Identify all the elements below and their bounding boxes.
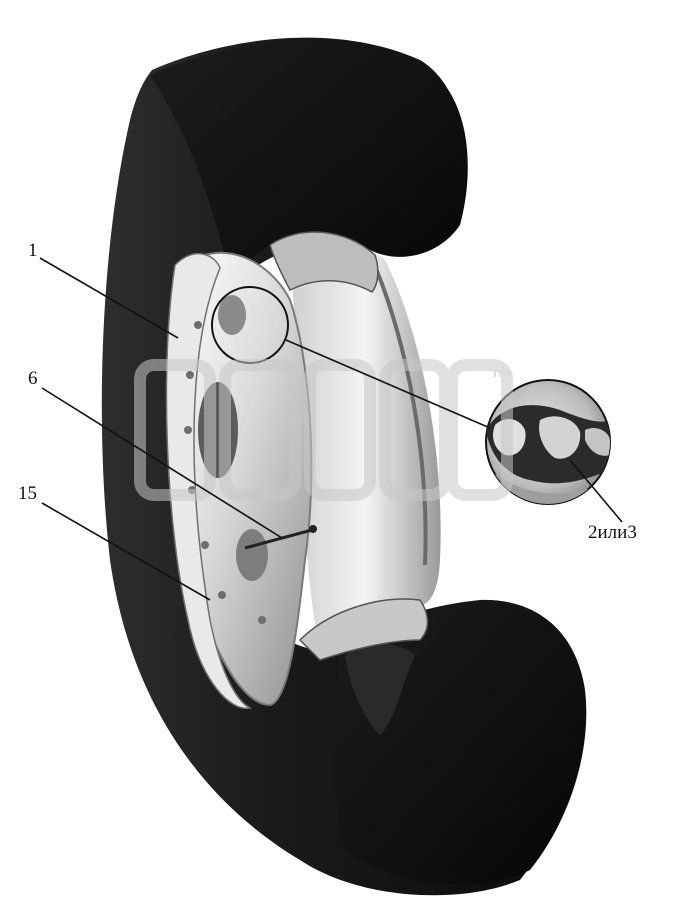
leader-line-detail bbox=[569, 459, 623, 523]
rim-barrel-inner-edge bbox=[368, 254, 428, 566]
lens-detail-part-c bbox=[585, 428, 610, 456]
bolt-hole bbox=[186, 371, 194, 379]
leader-line-tire bbox=[41, 502, 211, 601]
leader-line-rim bbox=[39, 257, 179, 339]
lens-detail-part-b bbox=[539, 416, 581, 459]
watermark-trademark: ™ bbox=[490, 365, 512, 390]
tire-lower-bead bbox=[345, 643, 415, 735]
leader-line-valve bbox=[41, 387, 283, 539]
bolt-hole bbox=[194, 321, 202, 329]
leader-lines bbox=[39, 257, 623, 601]
rim-hand-hole-upper bbox=[218, 295, 246, 335]
valve-stem bbox=[244, 528, 313, 550]
watermark-block-3 bbox=[304, 359, 376, 501]
tire-upper-section bbox=[150, 39, 468, 310]
leader-line-detail-link bbox=[285, 339, 491, 429]
rim-bead-seat-lower bbox=[298, 598, 429, 661]
watermark-block-5 bbox=[446, 359, 513, 501]
bolt-hole bbox=[258, 616, 266, 624]
rim-hand-hole-lower bbox=[236, 529, 268, 581]
callout-valve: 6 bbox=[28, 368, 38, 389]
callout-detail: 2или3 bbox=[588, 522, 637, 543]
rim-bead-seat-upper bbox=[269, 231, 379, 293]
watermark-block-2 bbox=[219, 359, 301, 501]
watermark: ™ bbox=[134, 359, 513, 501]
rim-bolt-holes bbox=[184, 321, 266, 624]
watermark-block-4 bbox=[379, 359, 451, 501]
callout-rim: 1 bbox=[28, 240, 38, 261]
valve-cap bbox=[309, 525, 317, 533]
bolt-hole bbox=[184, 426, 192, 434]
bolt-hole bbox=[201, 541, 209, 549]
callout-tire: 15 bbox=[18, 483, 37, 504]
detail-lens bbox=[485, 379, 611, 505]
bolt-hole bbox=[218, 591, 226, 599]
watermark-block-1 bbox=[134, 359, 216, 501]
